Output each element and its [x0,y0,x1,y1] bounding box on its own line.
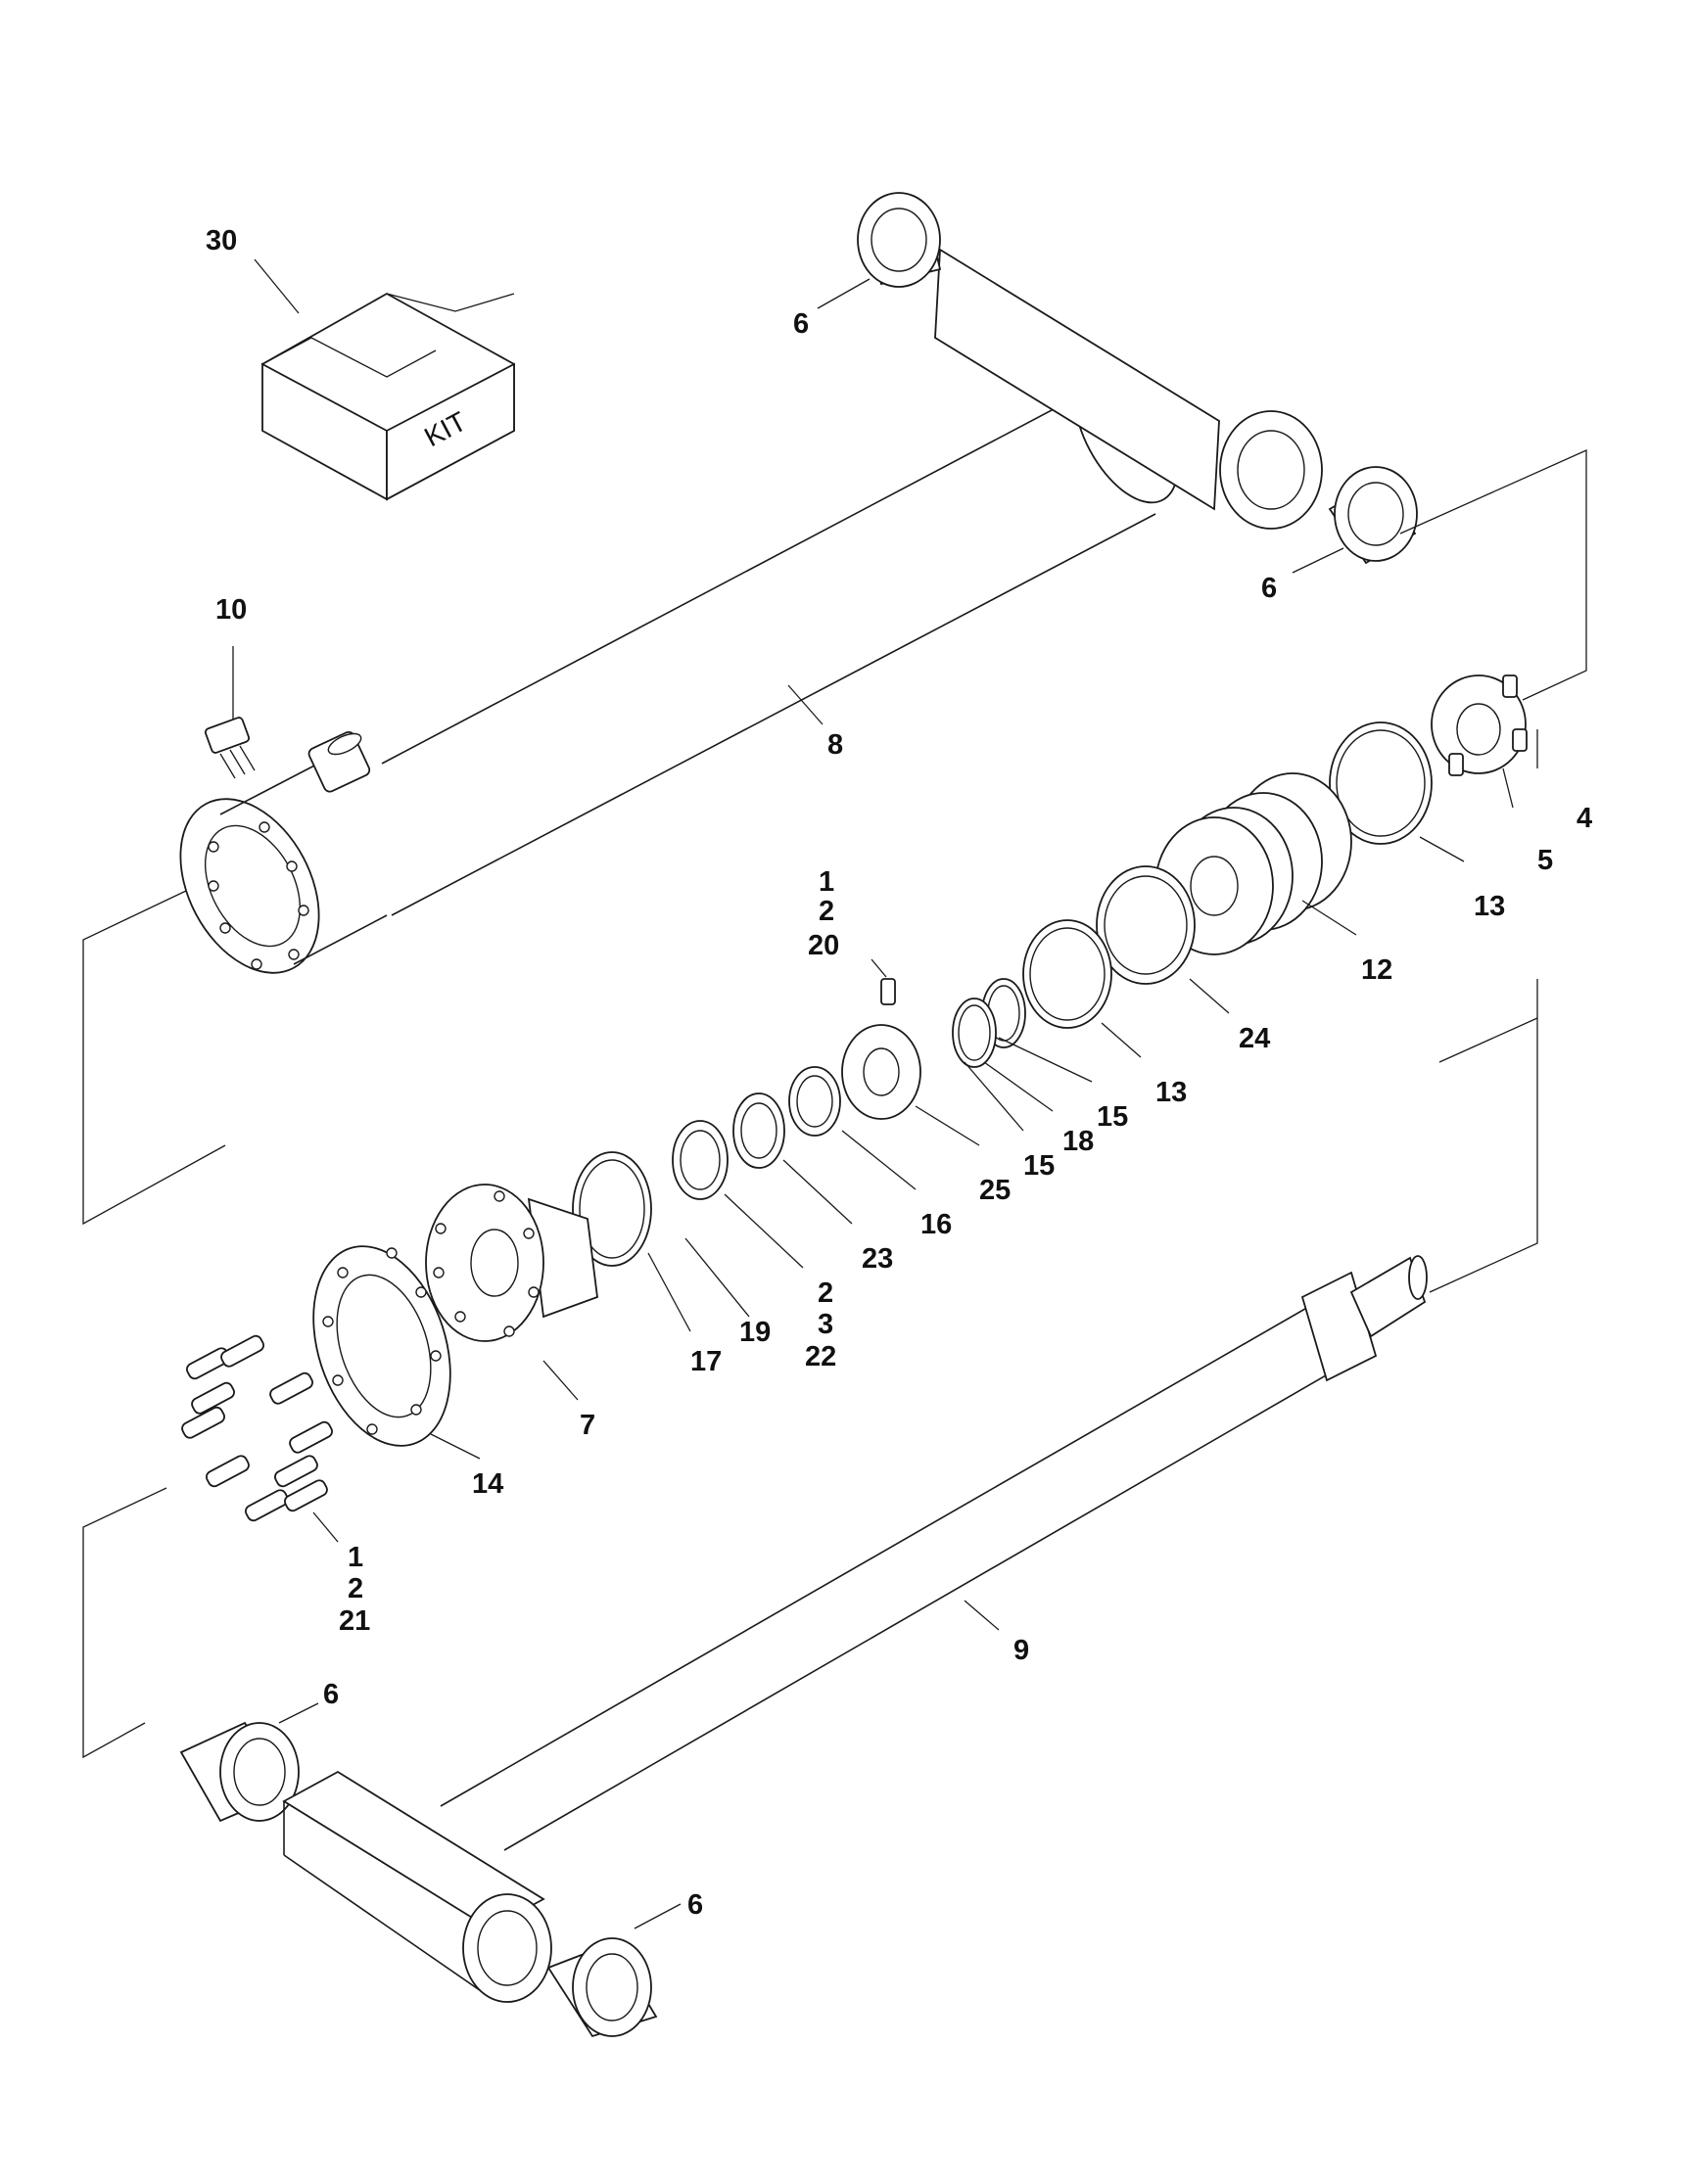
wear-ring-13-inner[interactable] [1022,919,1112,1029]
callout-18: 18 [1062,1126,1094,1157]
callout-2: 2 [818,1278,833,1309]
callout-8: 8 [827,729,843,761]
callout-16: 16 [920,1209,952,1240]
callout-5: 5 [1537,845,1553,876]
cylinder-barrel[interactable] [153,248,1323,997]
kit-box[interactable]: KIT [260,292,515,501]
set-screw-20 [880,978,896,1005]
callout-6: 6 [1261,573,1277,604]
rod-thread-end [1349,1256,1427,1338]
callout-2: 2 [348,1573,363,1604]
callout-labels: 30 6 6 10 8 4 5 13 12 24 13 15 18 15 25 … [206,225,1592,1921]
callout-22: 22 [805,1341,836,1372]
rod-eye-tube [282,1770,545,1930]
bushing-top-left[interactable] [857,192,942,288]
callout-9: 9 [1013,1635,1029,1666]
bushing-bottom-right[interactable] [546,1937,658,2038]
piston-rod[interactable] [282,1255,1428,2003]
ring-16[interactable] [788,1066,841,1137]
callout-2: 2 [819,896,834,927]
callout-30: 30 [206,225,237,256]
rod-eye-bore [477,1910,538,1986]
callout-7: 7 [580,1410,595,1441]
spacer-25[interactable] [841,978,921,1120]
gland-bolt-holes [433,1190,540,1337]
callout-19: 19 [739,1317,771,1348]
gland-7[interactable] [425,1184,598,1342]
callout-23: 23 [862,1243,893,1275]
ring-17[interactable] [572,1151,652,1267]
callout-20: 20 [808,930,839,961]
callout-6: 6 [793,308,809,340]
cap-screws-21[interactable] [180,1334,334,1523]
bushing-bottom-left[interactable] [179,1721,300,1823]
barrel-head-bolt-holes [208,821,309,970]
bushing-top-right[interactable] [1328,466,1418,565]
callout-13: 13 [1474,891,1505,922]
barrel-top-edge [381,391,1088,765]
piston[interactable] [1154,772,1352,955]
callout-10: 10 [215,594,247,626]
callout-17: 17 [690,1346,722,1377]
rod-top-edge [440,1301,1318,1807]
rod-bottom-edge [503,1360,1352,1851]
callout-4: 4 [1577,803,1592,834]
callout-21: 21 [339,1605,370,1637]
kit-box-flap-top [386,293,515,312]
callout-24: 24 [1239,1023,1270,1054]
callout-15: 15 [1097,1101,1128,1133]
assembly-guide-lines [82,448,1587,1759]
rod-nut[interactable] [1431,674,1528,776]
callout-1: 1 [819,866,834,898]
retainer-plate-14[interactable] [290,1229,475,1464]
rod-seal-23[interactable] [732,1092,785,1169]
piston-seal-24[interactable] [1096,865,1196,985]
wiper-19[interactable] [672,1120,729,1200]
fitting[interactable] [204,717,256,779]
callout-3: 3 [818,1309,833,1340]
kit-box-side [386,362,515,501]
backup-ring-18[interactable] [952,998,997,1068]
leader-lines [232,258,1538,1929]
callout-6: 6 [687,1889,703,1921]
barrel-cross-tube-bore [1237,430,1305,510]
callout-15: 15 [1023,1150,1055,1182]
wear-ring-13-outer[interactable] [1329,721,1433,845]
callout-6: 6 [323,1679,339,1710]
barrel-cross-tube [934,248,1220,511]
callout-12: 12 [1361,954,1392,986]
callout-25: 25 [979,1175,1011,1206]
callout-1: 1 [348,1542,363,1573]
callout-14: 14 [472,1468,503,1500]
retainer-bolt-holes [322,1247,442,1435]
kit-box-flap [261,337,437,378]
barrel-bottom-edge [391,513,1156,916]
callout-13: 13 [1155,1077,1187,1108]
